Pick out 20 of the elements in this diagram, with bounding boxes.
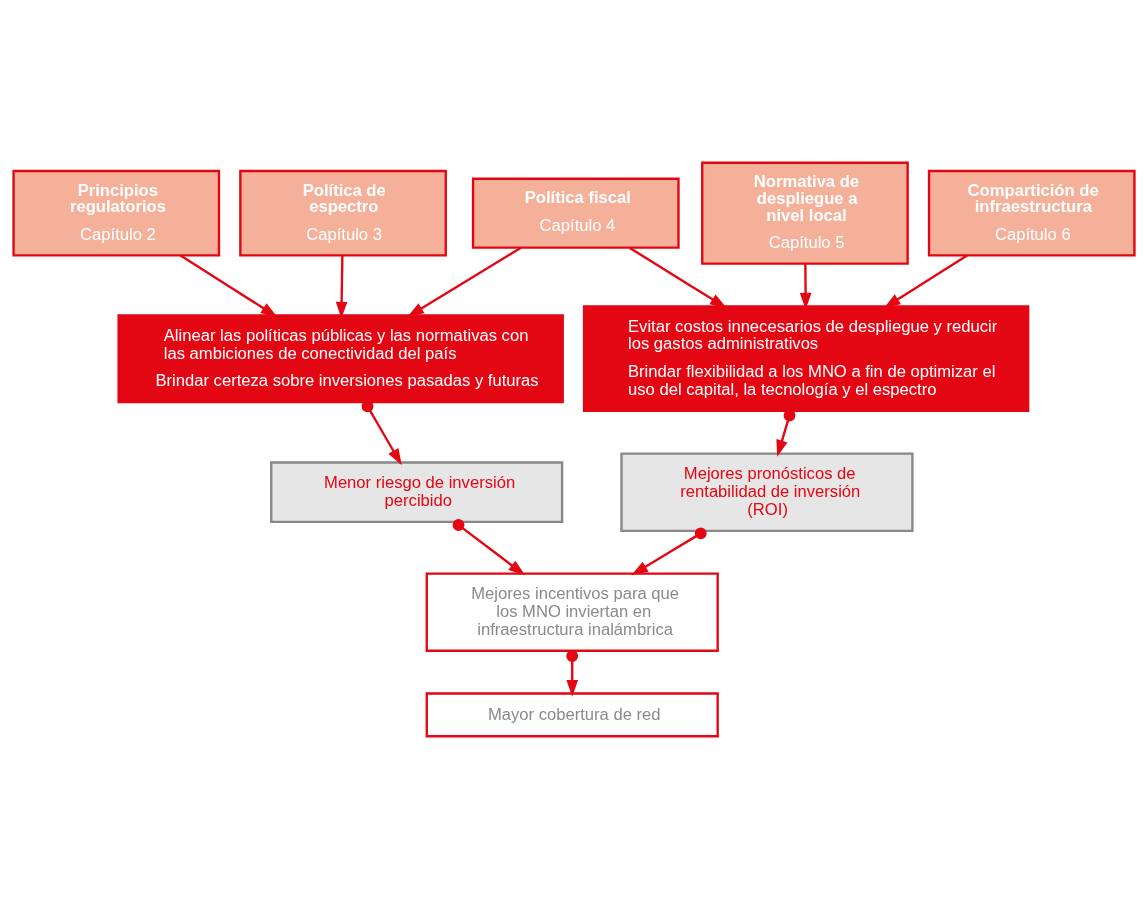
arrow (407, 246, 522, 317)
arrow (629, 246, 727, 309)
node-box: Normativa de despliegue a nivel local Capítulo 5 (701, 161, 909, 265)
arrow (452, 519, 526, 576)
arrow (631, 527, 707, 576)
node-box: Evitar costos innecesarios de despliegue y reducir los gastos administrativos Brindar flexibilidad a los MNO a fin de optimizar el uso del capital, la tecnología y el espectro (582, 305, 1030, 413)
node-box: Política de espectro Capítulo 3 (239, 169, 447, 257)
node-box: Menor riesgo de inversión percibido (270, 461, 564, 524)
node-box: Mayor cobertura de red (425, 692, 719, 738)
arrow (361, 400, 402, 466)
arrow (566, 650, 579, 697)
arrow (883, 254, 968, 309)
node-box: Mejores pronósticos de rentabilidad de inversión (ROI) (620, 452, 914, 533)
node-box: Principios regulatorios Capítulo 2 (12, 169, 221, 257)
node-box: Mejores incentivos para que los MNO inviertan en infraestructura inalámbrica (425, 572, 719, 652)
arrow (179, 254, 278, 318)
node-box: Compartición de infraestructura Capítulo 6 (927, 169, 1136, 257)
node-box: Política fiscal Capítulo 4 (471, 177, 680, 249)
arrow (776, 409, 796, 457)
node-box: Alinear las políticas públicas y las normativas con las ambiciones de conectividad del país Brindar certeza sobre inversiones pasadas y futuras (117, 314, 564, 404)
